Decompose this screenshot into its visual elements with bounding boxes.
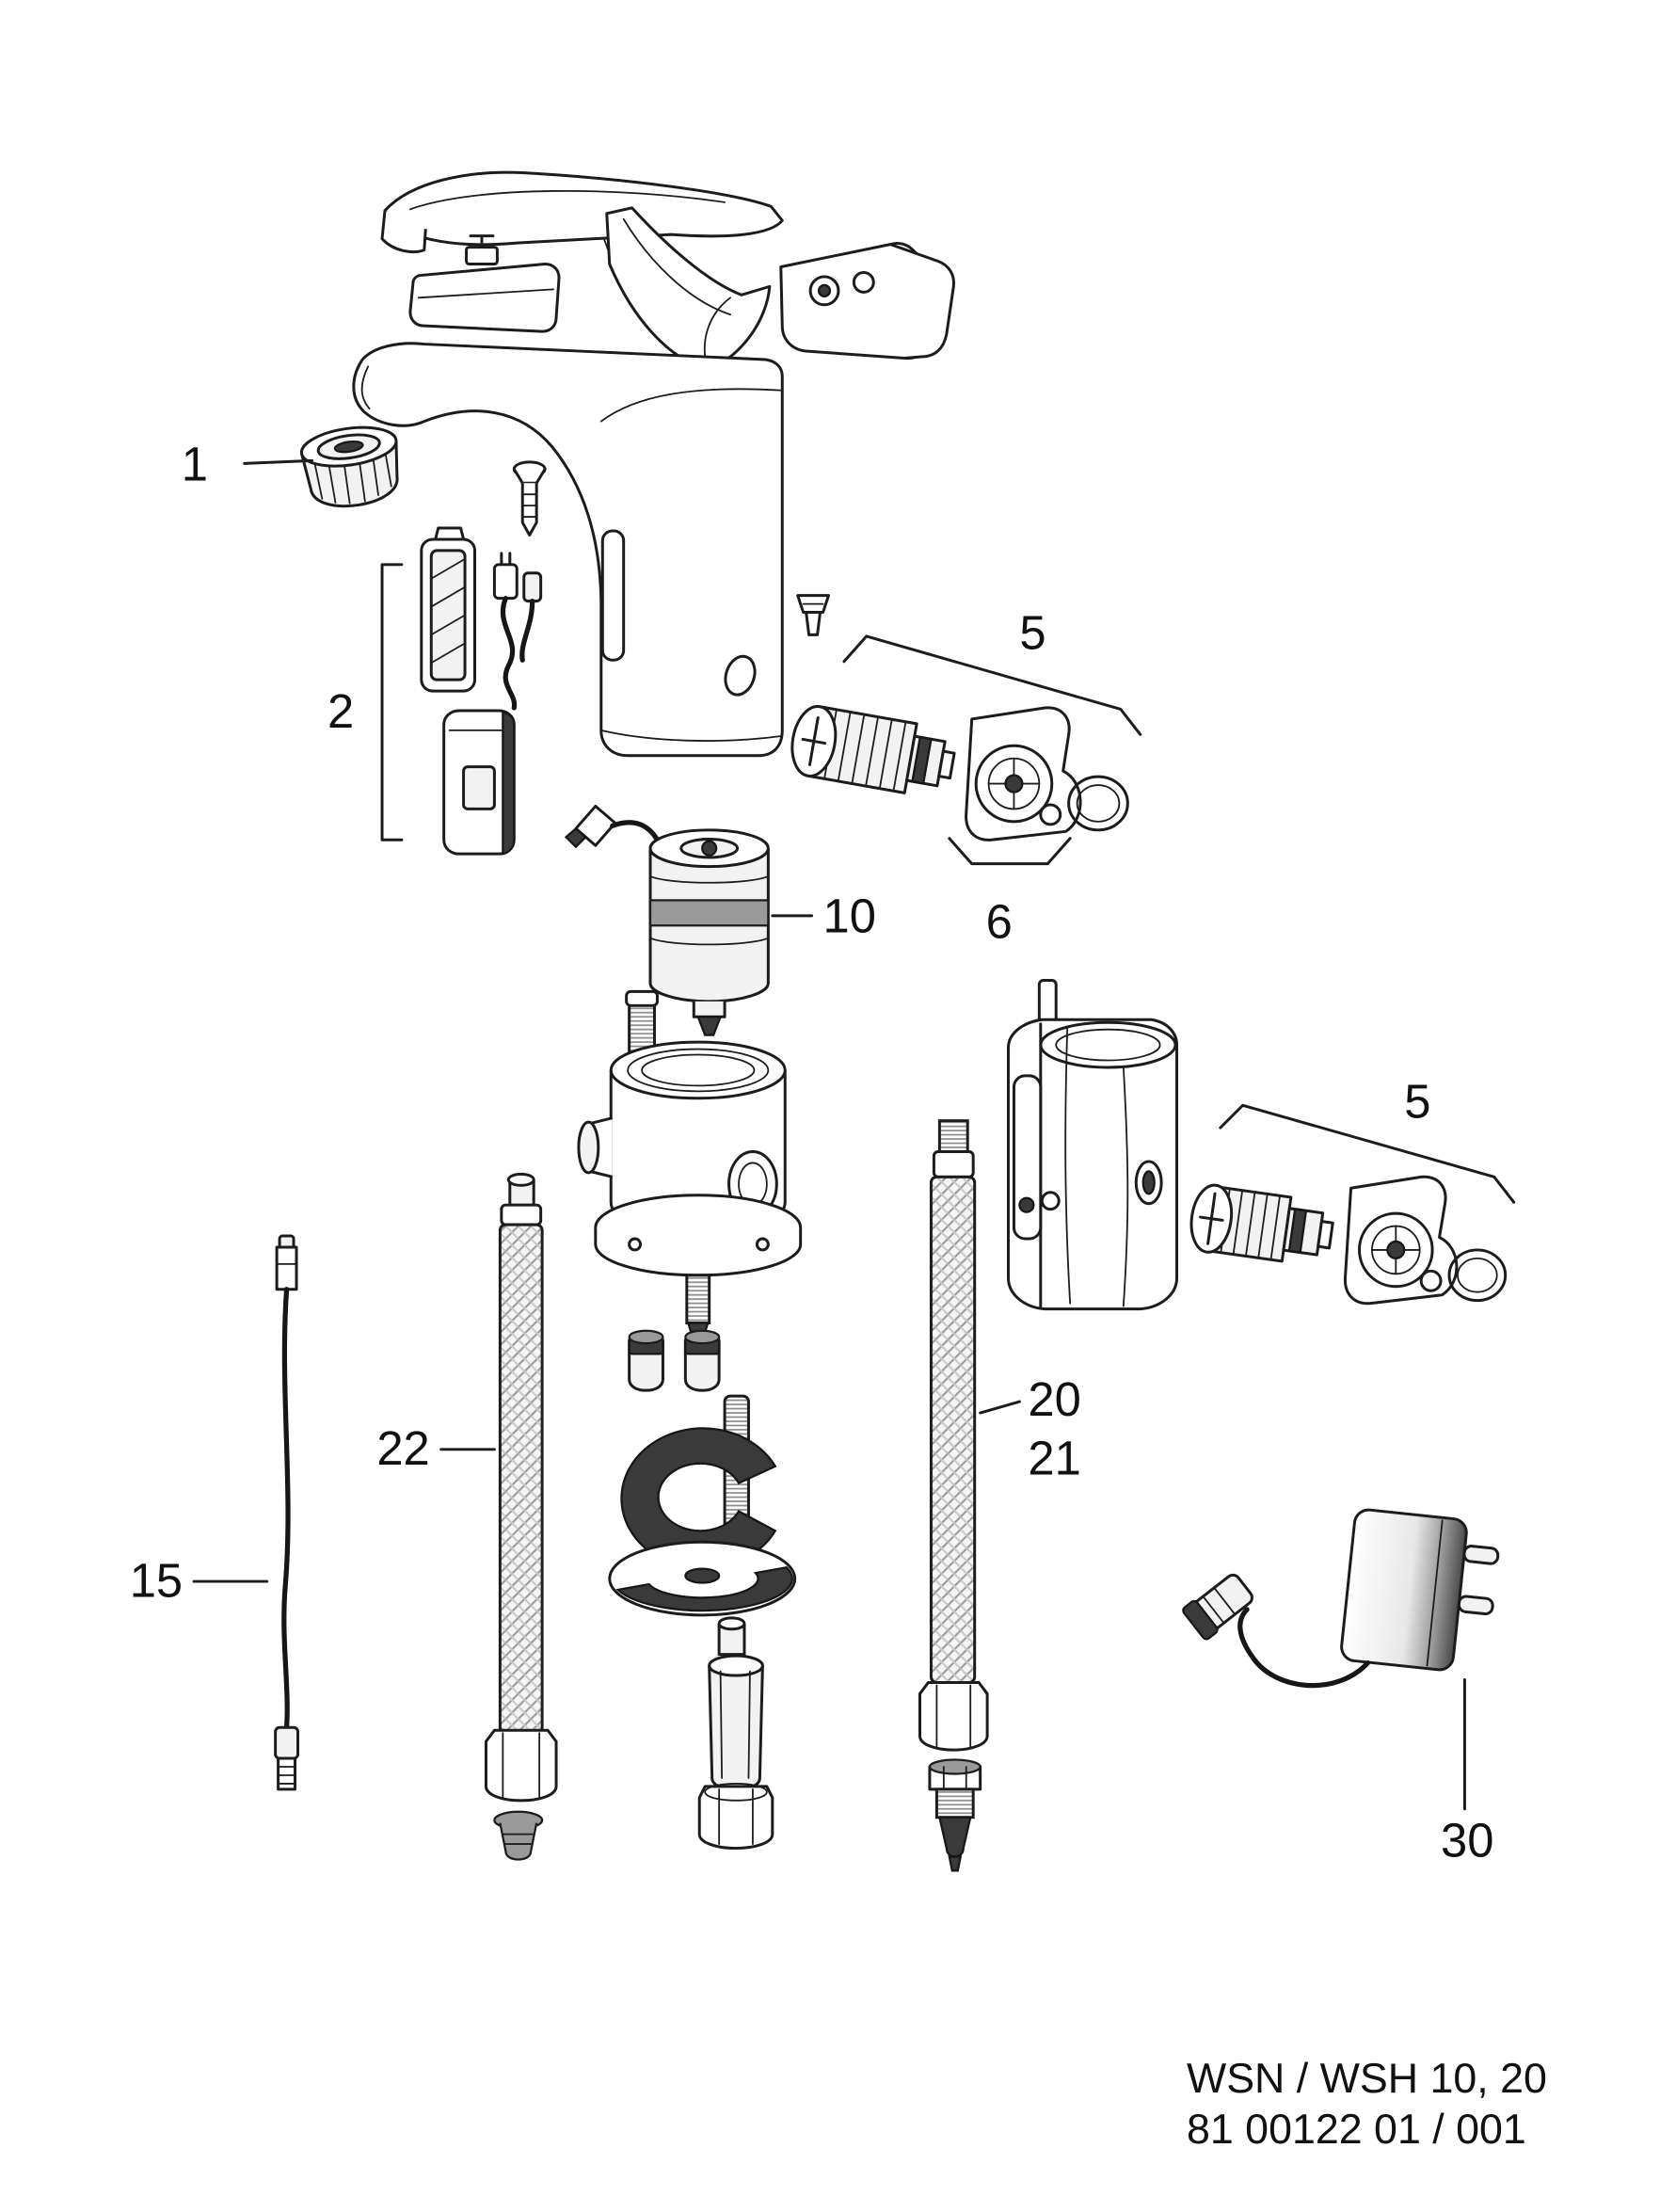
spout-body — [352, 342, 784, 758]
base-housing — [1007, 978, 1179, 1311]
sensor-housing-block — [779, 241, 956, 361]
bracket-5-lower — [1219, 1103, 1516, 1204]
callout-1: 1 — [182, 437, 208, 490]
hose-20-21-part — [918, 1119, 989, 1872]
callout-15: 15 — [130, 1553, 183, 1607]
callout-5-lower: 5 — [1404, 1075, 1430, 1129]
callouts: 1 2 5 6 10 5 20 21 22 15 30 — [130, 437, 1516, 1867]
fixing-screw — [512, 460, 547, 537]
footer-document-number: 81 00122 01 / 001 — [1187, 2106, 1526, 2153]
aerator-part — [299, 425, 399, 508]
bracket-5-upper — [842, 634, 1142, 736]
leader-line-20 — [979, 1400, 1021, 1415]
callout-5-upper: 5 — [1019, 605, 1045, 659]
sensor-cable-part — [274, 1234, 300, 1791]
o-ring-lower — [1447, 1248, 1508, 1303]
cartridge-lower-part — [1189, 1183, 1334, 1263]
callout-20: 20 — [1028, 1372, 1080, 1426]
callout-10: 10 — [823, 890, 876, 943]
body-screw — [796, 594, 831, 636]
solenoid-valve-part — [564, 804, 770, 1036]
callout-6: 6 — [986, 895, 1013, 949]
footer-model: WSN / WSH 10, 20 — [1187, 2055, 1547, 2102]
battery-box — [442, 709, 516, 856]
callout-2: 2 — [327, 684, 354, 738]
footer-block: WSN / WSH 10, 20 81 00122 01 / 001 — [1187, 2055, 1547, 2153]
callout-22: 22 — [376, 1421, 429, 1475]
power-adapter-part — [1182, 1508, 1500, 1689]
cartridge-upper-part — [790, 705, 956, 794]
sensor-strip — [420, 526, 476, 693]
flow-control-upper-part — [965, 706, 1082, 842]
mounting-hardware — [608, 1394, 797, 1851]
handle-mounting-plate — [408, 234, 561, 333]
rubber-seals — [628, 1329, 721, 1392]
o-ring-upper — [1067, 775, 1129, 832]
flow-control-lower-part — [1344, 1175, 1459, 1306]
bracket-6 — [948, 837, 1072, 866]
callout-21: 21 — [1028, 1432, 1080, 1485]
bracket-2 — [380, 563, 404, 842]
hose-22-part — [484, 1172, 558, 1861]
sensor-plug-cable — [492, 552, 543, 711]
valve-body — [577, 989, 803, 1338]
leader-line-1 — [243, 458, 313, 465]
callout-30: 30 — [1441, 1814, 1493, 1867]
lever-handle — [380, 170, 784, 263]
